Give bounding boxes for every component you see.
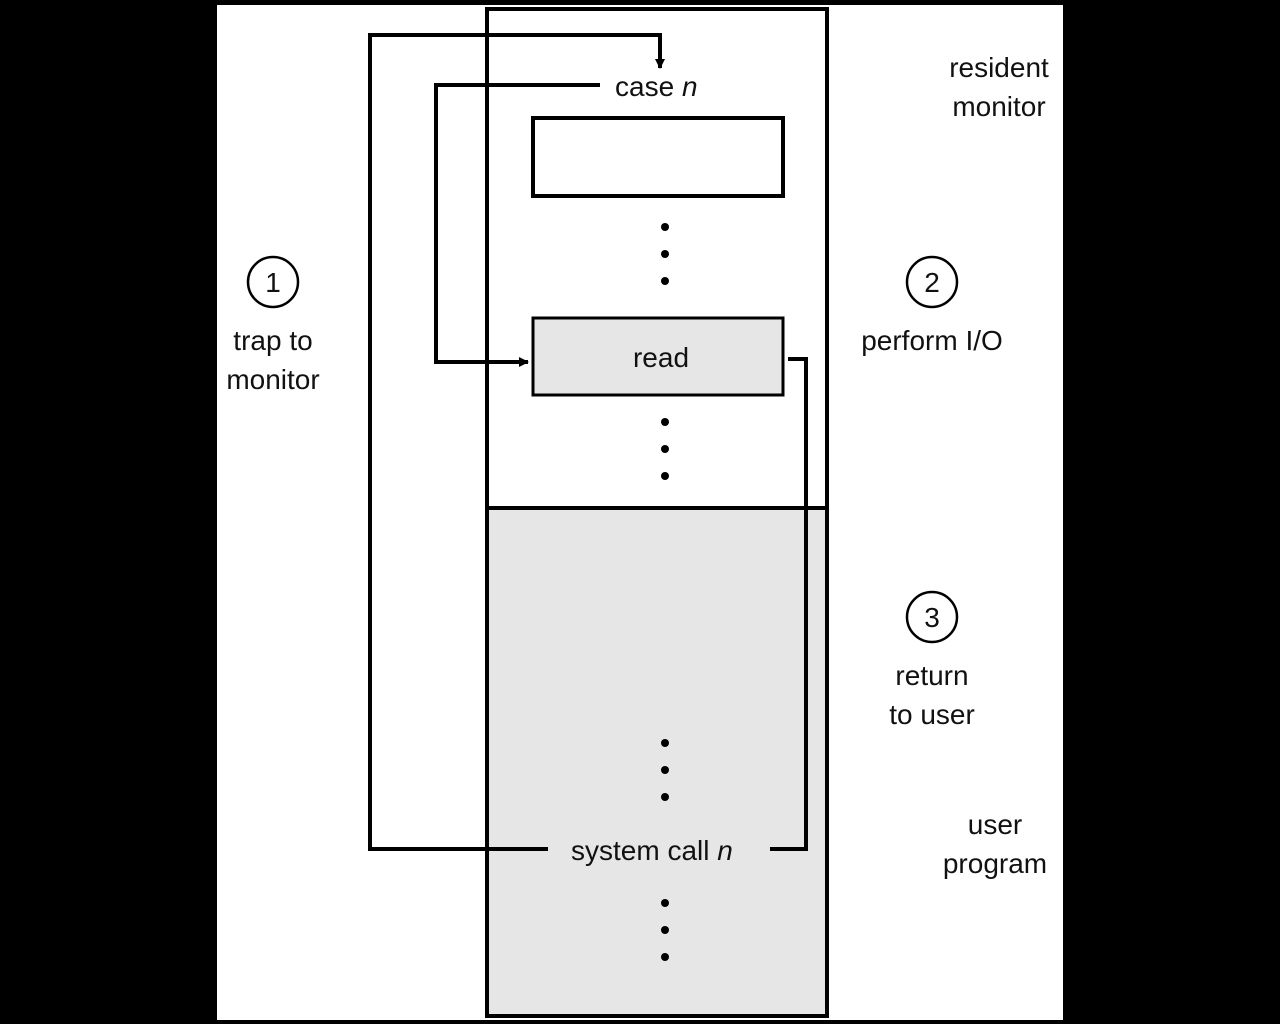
case-n-label: case n — [615, 71, 698, 102]
step-2-number: 2 — [924, 267, 940, 298]
step-1-label-line1: trap to — [233, 325, 312, 356]
step-1-number: 1 — [265, 267, 281, 298]
step-3-label-line1: return — [895, 660, 968, 691]
return-line — [770, 357, 808, 851]
step-2-label-line1: perform I/O — [861, 325, 1003, 356]
user-program-label-line2: program — [943, 848, 1047, 879]
trap-arrow — [368, 33, 665, 851]
user-program-region — [488, 509, 826, 1016]
resident-monitor-label-line2: monitor — [952, 91, 1045, 122]
user-program-label-line1: user — [968, 809, 1022, 840]
read-label: read — [633, 342, 689, 373]
ellipsis-monitor-top — [661, 223, 669, 285]
step-3-label-line2: to user — [889, 699, 975, 730]
step-2-circle — [905, 255, 959, 309]
read-routine-box — [531, 316, 785, 397]
dispatch-arrow — [434, 83, 600, 367]
ellipsis-user-top — [661, 739, 669, 801]
memory-column — [485, 7, 829, 1018]
case-table-box — [531, 116, 785, 198]
resident-monitor-label-line1: resident — [949, 52, 1049, 83]
ellipsis-user-bottom — [661, 899, 669, 961]
system-call-n-label: system call n — [571, 835, 733, 866]
ellipsis-monitor-bottom — [661, 418, 669, 480]
step-1-label-line2: monitor — [226, 364, 319, 395]
step-1-circle — [246, 255, 300, 309]
step-3-number: 3 — [924, 602, 940, 633]
step-3-circle — [905, 590, 959, 644]
